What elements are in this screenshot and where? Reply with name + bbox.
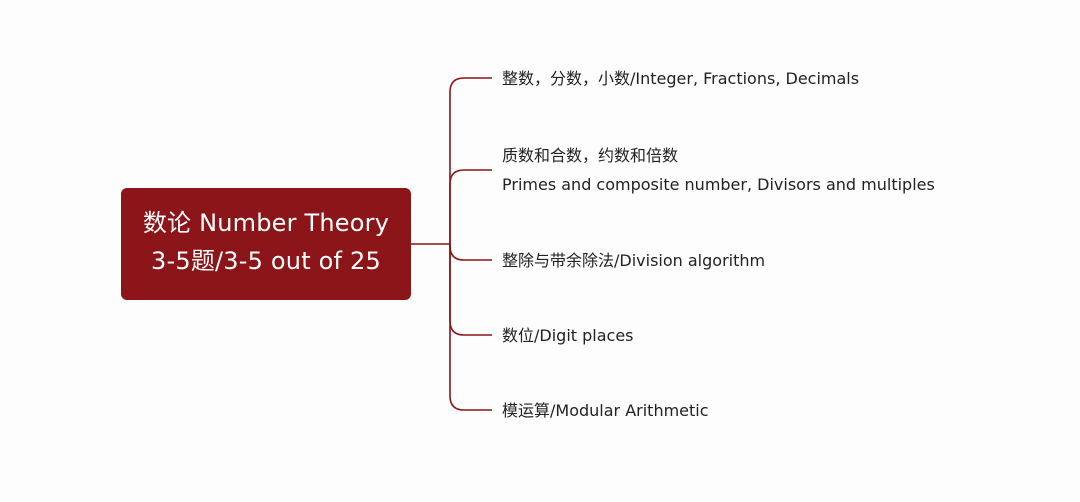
branch-label-text: 模运算/Modular Arithmetic — [502, 401, 709, 420]
branch-node-digit-places[interactable]: 数位/Digit places — [502, 321, 634, 350]
branch-label-text: 数位/Digit places — [502, 326, 634, 345]
branch-connector-3 — [449, 244, 492, 261]
branch-node-modular-arithmetic[interactable]: 模运算/Modular Arithmetic — [502, 396, 709, 425]
branch-connector-1 — [449, 77, 492, 244]
branch-label-text: 整数，分数，小数/Integer, Fractions, Decimals — [502, 69, 860, 88]
branch-connector-2 — [449, 169, 492, 244]
root-title: 数论 Number Theory — [142, 209, 390, 237]
branch-label-text: 整除与带余除法/Division algorithm — [502, 251, 766, 270]
branch-label-text: Primes and composite number, Divisors an… — [502, 175, 935, 194]
branch-connector-5 — [449, 244, 492, 411]
root-node[interactable]: 数论 Number Theory 3-5题/3-5 out of 25 — [121, 188, 411, 300]
branch-label-text: 质数和合数，约数和倍数 — [502, 146, 679, 165]
branch-node-integer-fractions-decimals[interactable]: 整数，分数，小数/Integer, Fractions, Decimals — [502, 64, 859, 93]
root-subtitle: 3-5题/3-5 out of 25 — [151, 247, 381, 275]
branch-node-division-algorithm[interactable]: 整除与带余除法/Division algorithm — [502, 246, 765, 275]
branch-node-primes-divisors[interactable]: 质数和合数，约数和倍数 Primes and composite number,… — [502, 141, 935, 199]
